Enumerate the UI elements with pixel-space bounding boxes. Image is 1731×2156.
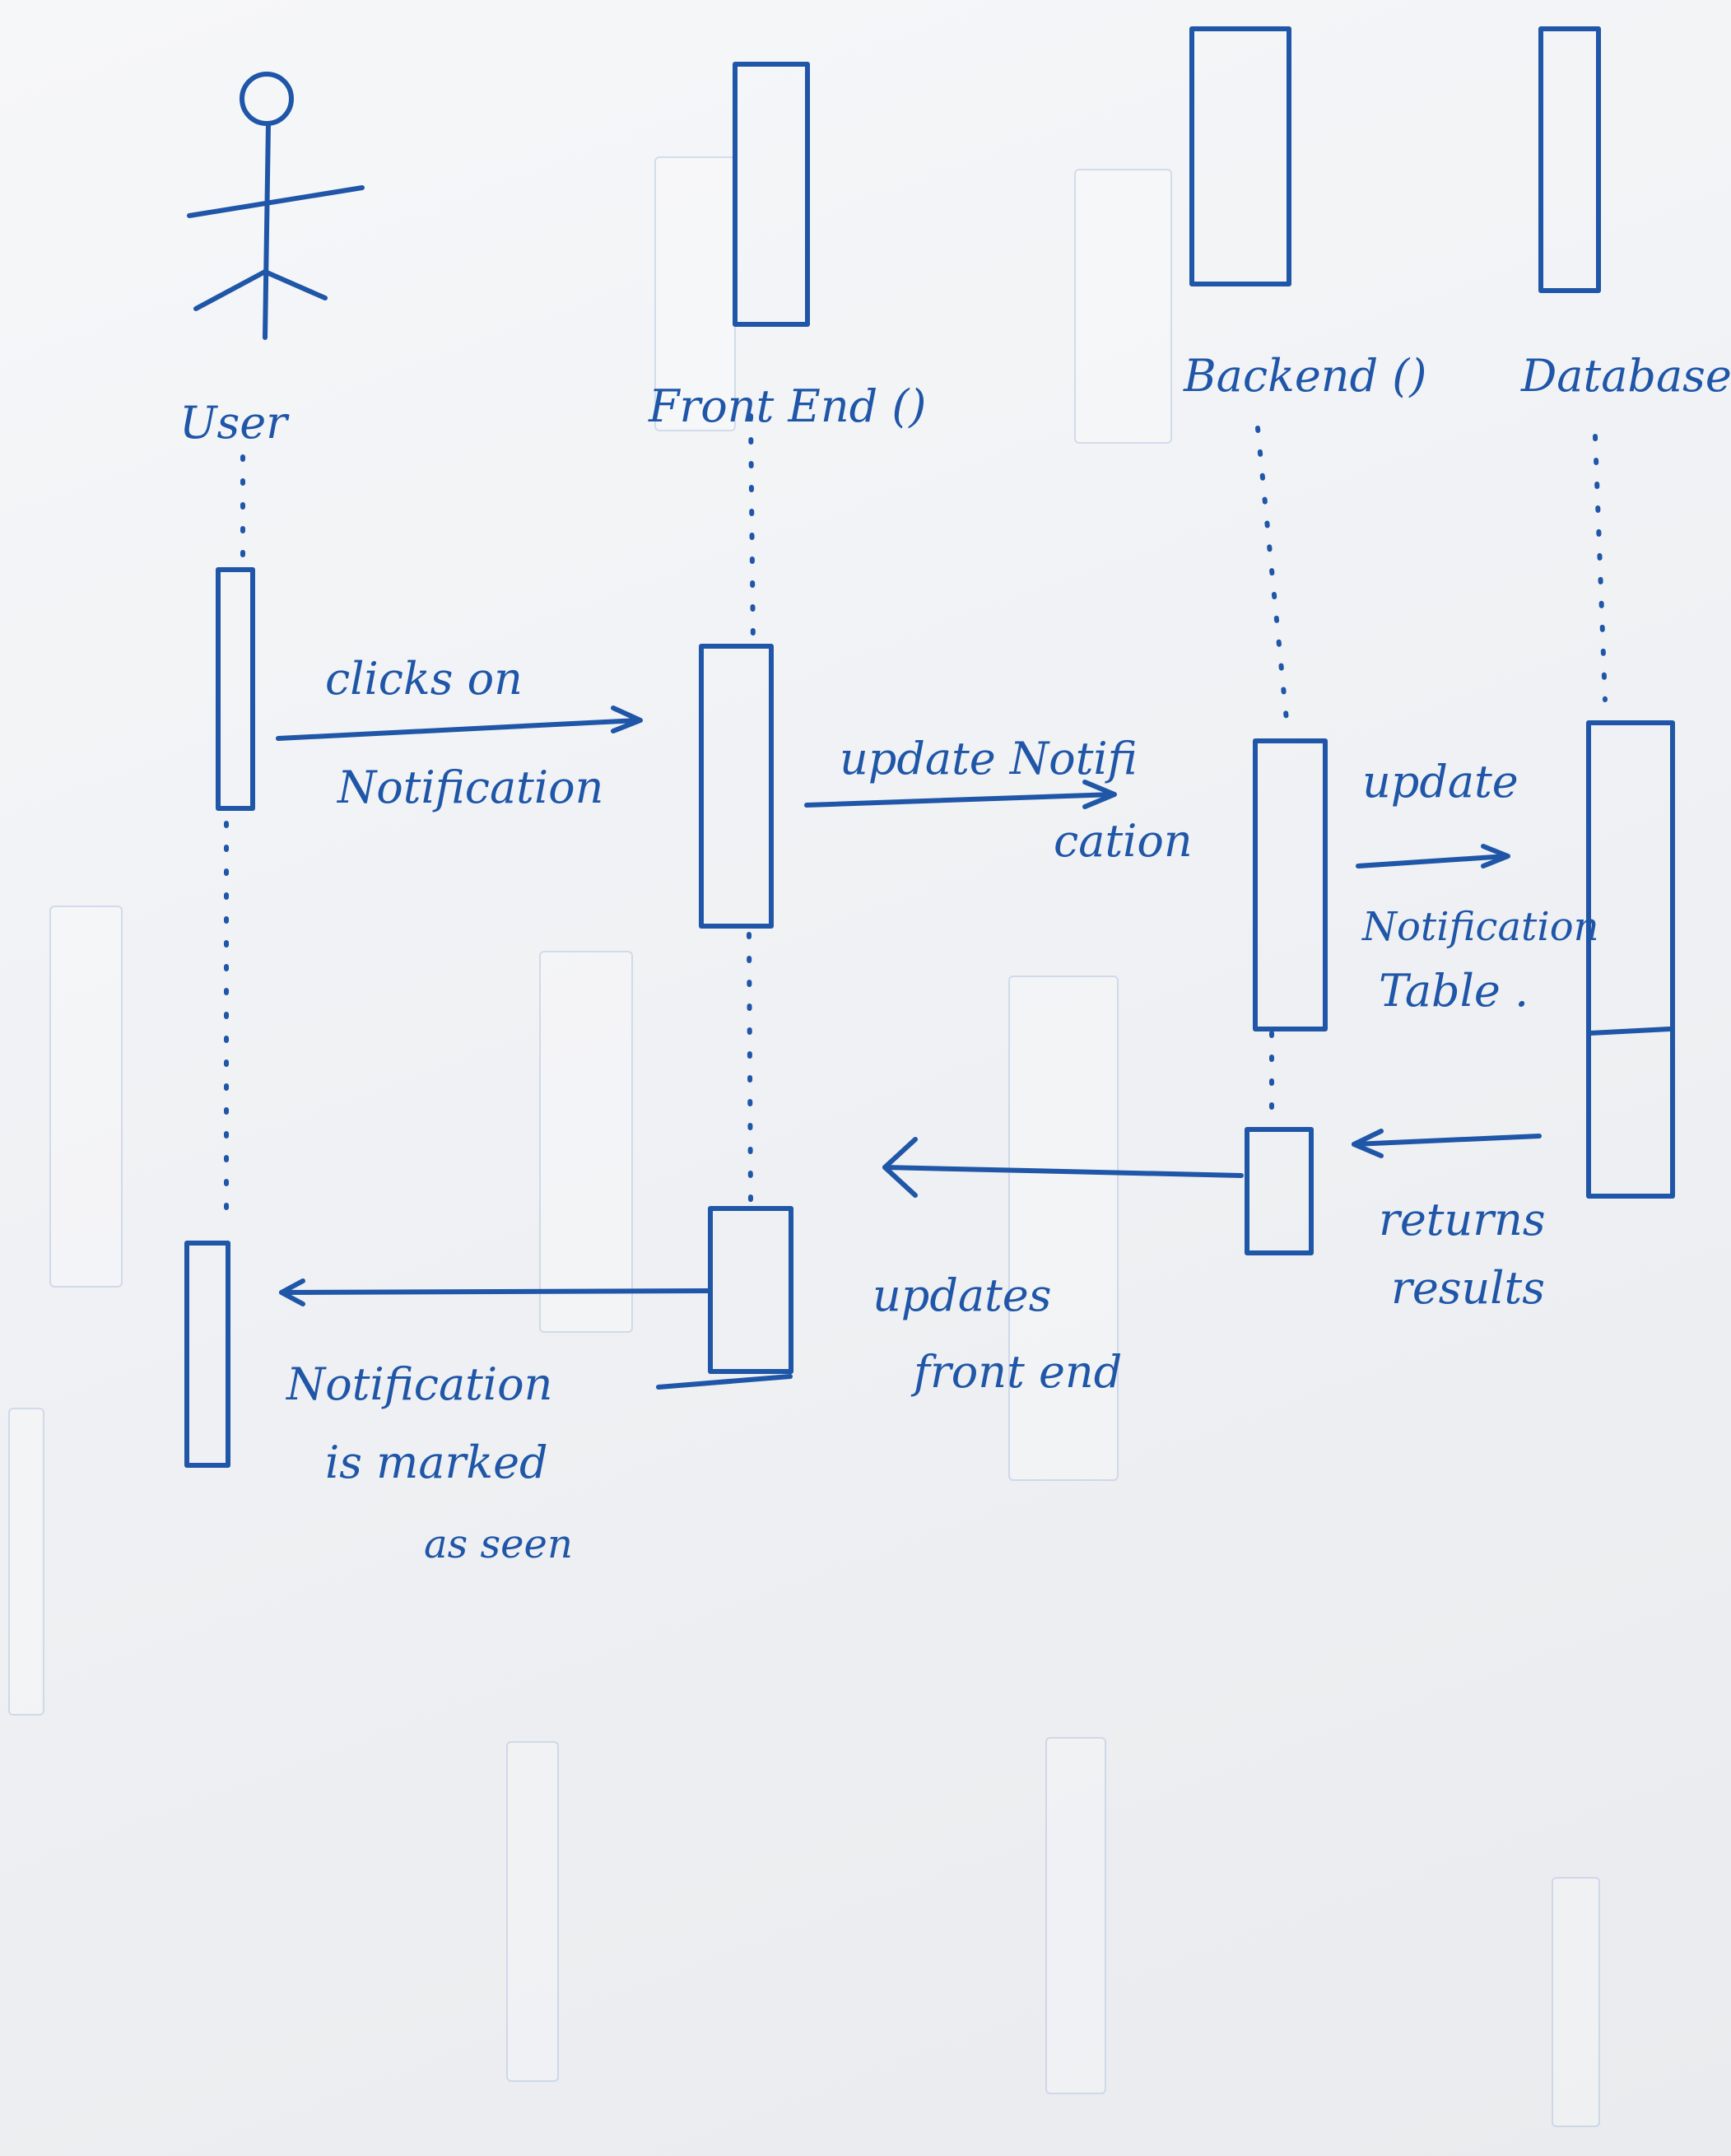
user-activation-1 bbox=[216, 567, 255, 811]
user-activation-2 bbox=[184, 1241, 230, 1468]
ghost-shape bbox=[506, 1741, 559, 2082]
participant-user-label: User bbox=[179, 397, 290, 449]
message-arrow-6 bbox=[279, 1278, 793, 1390]
message-arrow-5 bbox=[882, 1137, 1244, 1198]
database-activation bbox=[1586, 720, 1675, 1199]
message-2-label-line1: update Notifi bbox=[840, 733, 1138, 785]
message-6-label-line1: Notification bbox=[285, 1358, 552, 1410]
message-arrow-4 bbox=[1352, 1129, 1542, 1158]
ghost-shape bbox=[1074, 169, 1172, 444]
message-5-label-line1: updates bbox=[872, 1269, 1051, 1321]
message-1-label-line1: clicks on bbox=[325, 653, 523, 705]
message-arrow-2 bbox=[804, 780, 1117, 809]
participant-database-label: Database bbox=[1520, 350, 1731, 402]
ghost-shape bbox=[1552, 1877, 1600, 2127]
ghost-shape bbox=[49, 906, 123, 1288]
message-2-label-line2: cation bbox=[1054, 815, 1193, 867]
backend-activation-2 bbox=[1245, 1127, 1314, 1255]
frontend-activation-2 bbox=[708, 1206, 793, 1374]
message-3-label-line2: Notification bbox=[1361, 904, 1599, 950]
ghost-shape bbox=[654, 156, 736, 431]
message-6-label-line3: as seen bbox=[424, 1521, 573, 1567]
backend-lifeline bbox=[1255, 426, 1291, 739]
ghost-shape bbox=[1008, 976, 1119, 1481]
actor-user-figure bbox=[187, 72, 365, 340]
frontend-activation-1 bbox=[699, 644, 774, 929]
message-arrow-3 bbox=[1356, 844, 1510, 868]
participant-backend-label: Backend () bbox=[1183, 350, 1426, 402]
message-4-label-line1: returns bbox=[1379, 1194, 1546, 1246]
backend-head-box bbox=[1189, 26, 1291, 286]
database-lifeline bbox=[1593, 434, 1608, 702]
message-6-label-line2: is marked bbox=[325, 1437, 548, 1488]
database-head-box bbox=[1538, 26, 1601, 293]
message-5-label-line2: front end bbox=[910, 1346, 1122, 1398]
message-1-label-line2: Notification bbox=[336, 761, 603, 813]
frontend-head-box bbox=[733, 62, 810, 327]
backend-activation-1 bbox=[1253, 738, 1328, 1031]
frontend-lifeline bbox=[747, 932, 753, 1204]
message-3-label-line3: Table . bbox=[1379, 965, 1529, 1017]
ghost-shape bbox=[1045, 1737, 1106, 2094]
message-3-label-line1: update bbox=[1362, 756, 1519, 808]
database-activation-divider bbox=[1588, 1027, 1672, 1036]
frontend-lifeline bbox=[748, 413, 756, 649]
ghost-shape bbox=[539, 951, 633, 1333]
message-arrow-1 bbox=[276, 705, 643, 741]
ghost-shape bbox=[8, 1408, 44, 1716]
participant-frontend-label: Front End () bbox=[648, 380, 927, 432]
message-4-label-line2: results bbox=[1391, 1262, 1545, 1314]
